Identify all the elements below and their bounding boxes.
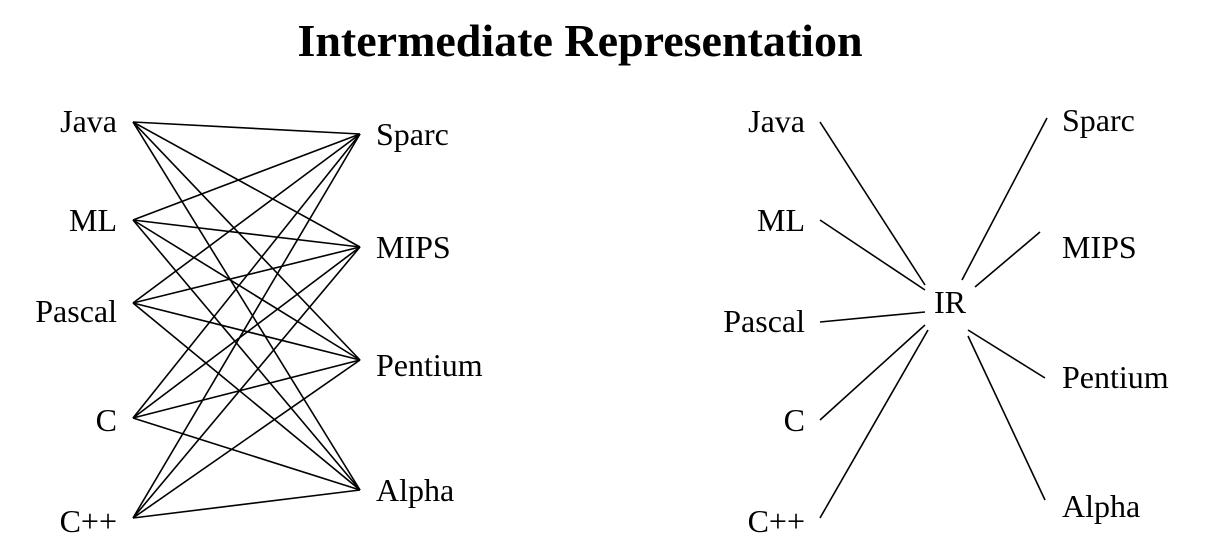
left-edge-c-sparc: [132, 133, 361, 419]
left-edge-ml-alpha: [132, 219, 361, 491]
right-source-cplusplus: C++: [748, 503, 805, 539]
left-edge-pascal-alpha: [132, 302, 361, 491]
slide-title: Intermediate Representation: [297, 15, 863, 66]
left-source-cplusplus: C++: [60, 503, 117, 539]
left-edge-ml-pentium: [132, 219, 361, 361]
left-edge-cplusplus-sparc: [132, 133, 361, 519]
left-edge-c-mips: [132, 246, 361, 419]
right-edge-ir-alpha: [967, 335, 1046, 501]
right-edge-ml-ir: [819, 219, 926, 291]
left-source-ml: ML: [69, 202, 117, 238]
right-source-pascal: Pascal: [723, 303, 805, 339]
left-edge-c-pentium: [132, 359, 361, 419]
left-edge-java-mips: [132, 121, 361, 248]
right-source-c: C: [784, 402, 805, 438]
left-source-c: C: [96, 402, 117, 438]
left-edge-java-sparc: [132, 121, 361, 135]
left-edge-ml-sparc: [132, 133, 361, 221]
right-target-sparc: Sparc: [1062, 102, 1135, 138]
right-target-alpha: Alpha: [1062, 488, 1140, 524]
right-edge-cplusplus-ir: [819, 329, 929, 519]
right-target-pentium: Pentium: [1062, 359, 1169, 395]
left-edge-cplusplus-mips: [132, 246, 361, 519]
right-target-mips: MIPS: [1062, 229, 1137, 265]
right-source-ml: ML: [757, 202, 805, 238]
right-edge-java-ir: [819, 121, 926, 286]
left-source-pascal: Pascal: [35, 293, 117, 329]
right-edge-ir-mips: [974, 231, 1041, 288]
left-edge-java-pentium: [132, 121, 361, 361]
left-edge-cplusplus-alpha: [132, 489, 361, 519]
left-edge-c-alpha: [132, 417, 361, 491]
right-edge-ir-sparc: [961, 117, 1048, 281]
left-target-alpha: Alpha: [376, 472, 454, 508]
right-edge-c-ir: [819, 324, 926, 421]
left-edge-pascal-sparc: [132, 133, 361, 304]
left-edge-cplusplus-pentium: [132, 359, 361, 519]
right-edge-ir-pentium: [967, 329, 1046, 379]
ir-hub-label: IR: [934, 284, 967, 320]
left-target-mips: MIPS: [376, 229, 451, 265]
left-edge-ml-mips: [132, 219, 361, 248]
right-source-java: Java: [748, 103, 805, 139]
left-target-pentium: Pentium: [376, 347, 483, 383]
right-edge-pascal-ir: [819, 311, 926, 323]
left-source-java: Java: [60, 103, 117, 139]
left-edge-java-alpha: [132, 121, 361, 491]
left-target-sparc: Sparc: [376, 116, 449, 152]
